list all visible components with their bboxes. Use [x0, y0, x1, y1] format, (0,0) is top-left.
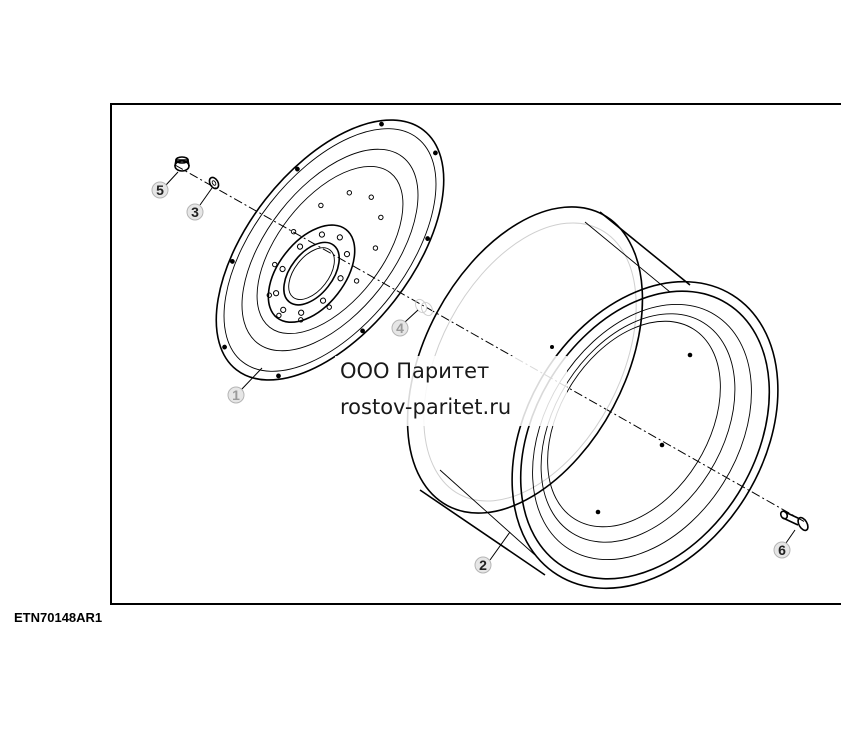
disc-bolt-hole: [337, 275, 344, 282]
disc-rim-holes: [222, 121, 438, 379]
callout-2: 2: [479, 557, 487, 573]
watermark: ООО Паритет rostov-paritet.ru: [335, 356, 567, 426]
disc-mid-hole: [346, 190, 353, 196]
disc-mid-hole: [368, 194, 374, 200]
disc-bolt-hole: [343, 251, 351, 258]
disc-mid-hole: [290, 228, 297, 235]
disc-bolt-hole: [280, 306, 287, 313]
disc-rim-hole: [360, 328, 365, 334]
callout-3: 3: [191, 204, 199, 220]
disc-mid-hole: [272, 261, 278, 268]
disc-mid-hole: [378, 214, 384, 221]
disc-mid-hole: [266, 292, 272, 298]
disc-bolt-hole: [272, 290, 280, 297]
disc-bolt-hole: [279, 265, 286, 273]
callout-5: 5: [156, 182, 164, 198]
disc-bolt-hole: [318, 231, 326, 238]
disc-bolt-hole: [296, 243, 304, 250]
disc-bolt-hole: [298, 309, 305, 316]
callout-4: 4: [396, 320, 404, 336]
disc-mid-hole: [372, 245, 379, 251]
disc-mid-hole: [276, 312, 282, 319]
disc-rim-hole: [433, 150, 438, 156]
disc-rim-hole: [425, 236, 431, 241]
figure-code: ETN70148AR1: [14, 610, 102, 625]
nut: [174, 156, 190, 172]
spacer: [414, 298, 434, 317]
disc-mid-hole: [298, 317, 304, 323]
disc-bolt-hole: [319, 297, 327, 304]
callout-1: 1: [232, 387, 240, 403]
disc-rim-hole: [222, 344, 227, 350]
bolt: [779, 510, 809, 532]
wheel-disc: [215, 119, 445, 381]
watermark-company: ООО Паритет: [340, 359, 489, 383]
disc-mid-hole: [318, 202, 324, 209]
disc-mid-hole: [326, 304, 332, 310]
disc-bolt-holes: [266, 190, 384, 323]
disc-mid-hole: [353, 278, 360, 284]
callout-6: 6: [778, 542, 786, 558]
disc-rim-hole: [276, 373, 281, 379]
drawing-frame: [110, 103, 841, 605]
disc-bolt-hole: [336, 234, 343, 241]
watermark-site: rostov-paritet.ru: [340, 395, 511, 419]
assembly-axis: [174, 164, 806, 523]
disc-rim-hole: [379, 121, 384, 127]
washer: [208, 176, 220, 190]
disc-rim-hole: [229, 259, 235, 264]
disc-rim-hole: [295, 166, 300, 172]
